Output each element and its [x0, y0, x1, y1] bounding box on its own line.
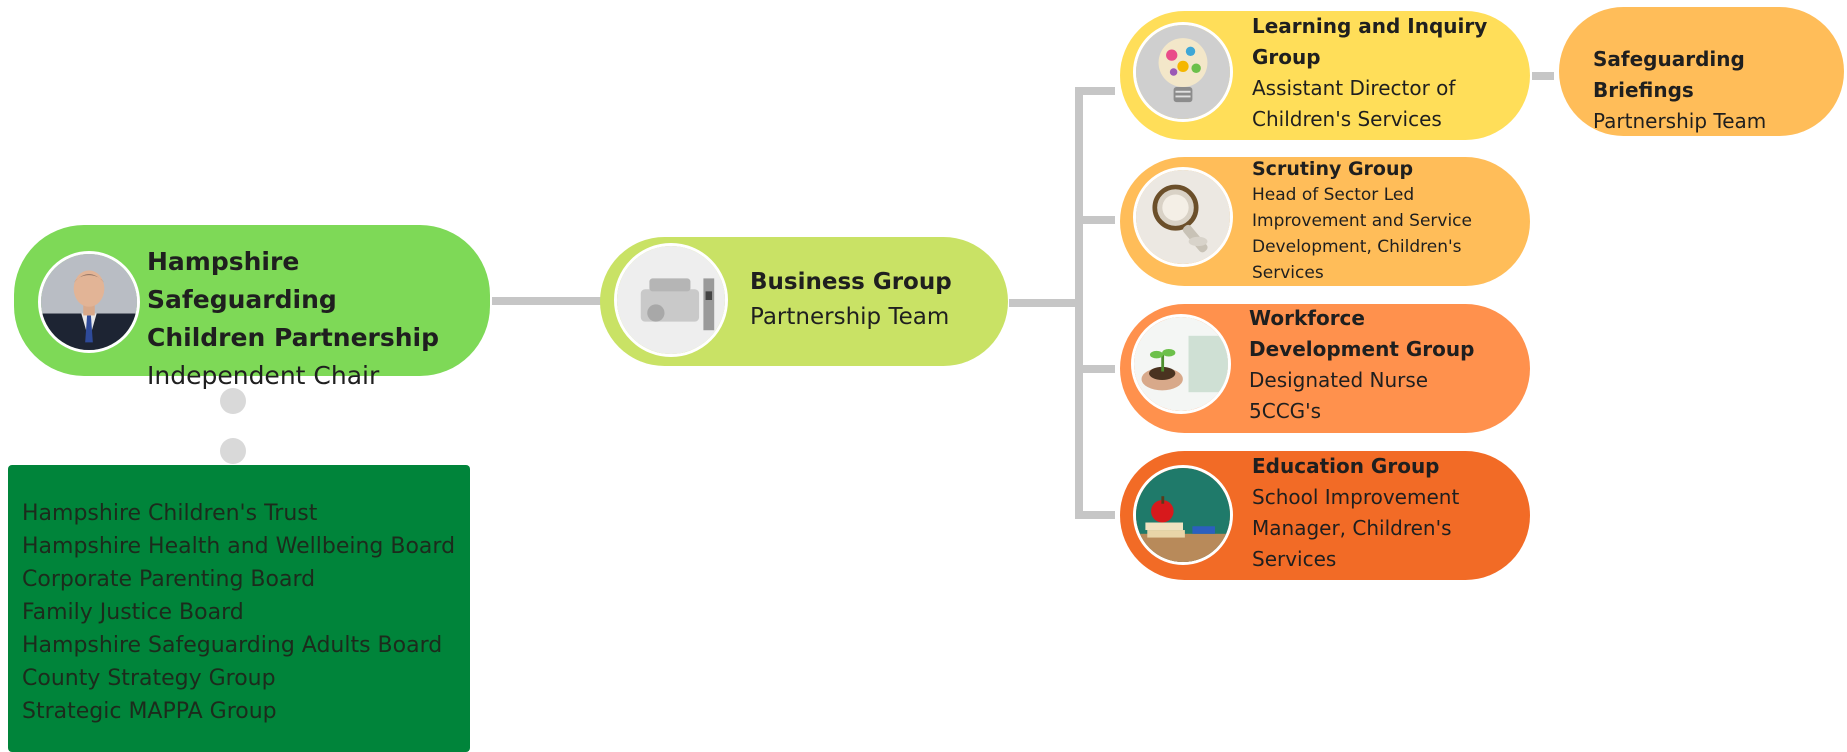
node-workforce-development-group: Workforce Development Group Designated N… — [1120, 304, 1530, 433]
connector-branch-scrutiny — [1075, 216, 1115, 224]
workforce-title-line2: Development Group — [1249, 337, 1475, 361]
connector-branch-workforce — [1075, 365, 1115, 373]
magnifying-glass-icon — [1133, 167, 1233, 267]
hscp-title-line2: Children Partnership — [147, 323, 439, 352]
node-education-group: Education Group School Improvement Manag… — [1120, 451, 1530, 580]
learning-title-line1: Learning and Inquiry — [1252, 14, 1488, 38]
node-business-group: Business Group Partnership Team — [600, 237, 1008, 366]
scrutiny-role-line1: Head of Sector Led — [1252, 185, 1415, 205]
hscp-title-line1: Hampshire Safeguarding — [147, 247, 337, 314]
education-role-line3: Services — [1252, 547, 1337, 571]
partner-board-item: Hampshire Health and Wellbeing Board — [22, 534, 456, 559]
partner-board-item: County Strategy Group — [22, 666, 276, 691]
education-role-line2: Manager, Children's — [1252, 516, 1452, 540]
node-learning-inquiry-group: Learning and Inquiry Group Assistant Dir… — [1120, 11, 1530, 140]
partner-board-item: Corporate Parenting Board — [22, 567, 316, 592]
person-portrait-icon — [38, 251, 140, 353]
connector-dot — [220, 388, 246, 414]
learning-role-line2: Children's Services — [1252, 107, 1442, 131]
connector-business-spine — [1009, 299, 1079, 307]
scrutiny-role-line2: Improvement and Service — [1252, 211, 1472, 231]
business-title: Business Group — [750, 269, 952, 295]
scrutiny-role-line4: Services — [1252, 263, 1324, 283]
workforce-role-line2: 5CCG's — [1249, 399, 1322, 423]
office-equipment-icon — [614, 243, 728, 357]
connector-branch-education — [1075, 511, 1115, 519]
partner-board-item: Hampshire Children's Trust — [22, 501, 318, 526]
node-hscp-chair: Hampshire Safeguarding Children Partners… — [14, 225, 490, 390]
scrutiny-role-line3: Development, Children's — [1252, 237, 1462, 257]
connector-chair-business — [492, 297, 604, 305]
workforce-title-line1: Workforce — [1249, 306, 1365, 330]
scrutiny-title: Scrutiny Group — [1252, 158, 1414, 180]
business-role: Partnership Team — [750, 304, 950, 330]
education-role-line1: School Improvement — [1252, 485, 1460, 509]
apple-and-books-icon — [1133, 465, 1233, 565]
partner-board-item: Family Justice Board — [22, 600, 244, 625]
connector-spine — [1075, 87, 1083, 519]
connector-learning-briefings — [1532, 72, 1554, 80]
hscp-role: Independent Chair — [147, 361, 380, 390]
lightbulb-icon — [1133, 22, 1233, 122]
partner-board-item: Strategic MAPPA Group — [22, 699, 277, 724]
connector-dot — [220, 438, 246, 464]
workforce-role-line1: Designated Nurse — [1249, 368, 1429, 392]
partner-board-item: Hampshire Safeguarding Adults Board — [22, 633, 443, 658]
briefings-title: Safeguarding Briefings — [1593, 47, 1745, 102]
connector-branch-learning — [1075, 87, 1115, 95]
briefings-role: Partnership Team — [1593, 109, 1767, 133]
node-scrutiny-group: Scrutiny Group Head of Sector Led Improv… — [1120, 157, 1530, 286]
learning-title-line2: Group — [1252, 45, 1321, 69]
learning-role-line1: Assistant Director of — [1252, 76, 1456, 100]
node-safeguarding-briefings: Safeguarding Briefings Partnership Team — [1559, 7, 1844, 136]
education-title: Education Group — [1252, 454, 1440, 478]
seedling-in-hand-icon — [1131, 314, 1231, 414]
